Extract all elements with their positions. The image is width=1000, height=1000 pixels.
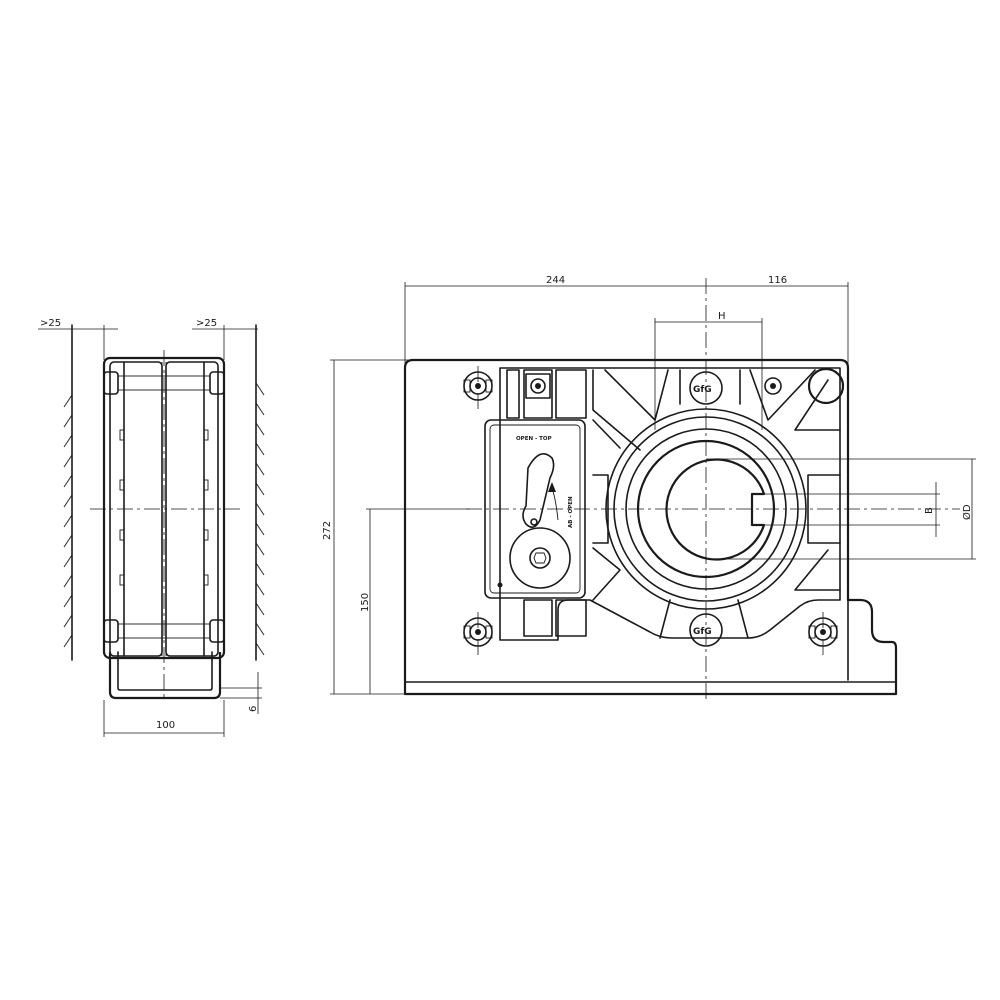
lever-hub — [529, 547, 551, 569]
gap-right-label: >25 — [196, 318, 217, 329]
panel-label-top: OPEN - TOP — [516, 436, 552, 442]
screw-top-small-left — [525, 373, 551, 399]
right-wall-hatching — [255, 382, 265, 656]
thickness-label: 6 — [248, 706, 259, 712]
width-left-label: 244 — [546, 275, 565, 286]
lever-disc — [509, 527, 571, 589]
depth-label: 100 — [156, 720, 175, 731]
lever-slot — [522, 452, 555, 528]
bore-keyway — [665, 458, 766, 561]
open-arrow — [551, 487, 559, 521]
svg-text:GfG: GfG — [693, 627, 712, 637]
panel-label-side: AB - OPEN — [568, 496, 574, 528]
base-bracket — [108, 652, 222, 700]
svg-text:GfG: GfG — [693, 385, 712, 395]
housing-ribs — [592, 369, 841, 639]
side-view: >25 >25 — [38, 318, 265, 737]
width-right-label: 116 — [768, 275, 787, 286]
shell-notches — [119, 429, 209, 586]
screw-top-small-right — [764, 377, 782, 395]
hub-h-label: H — [718, 311, 726, 322]
base-plate — [403, 358, 898, 696]
bore-d-label: ØD — [961, 504, 973, 520]
top-pockets — [506, 369, 587, 637]
front-view: 244 116 H 272 150 ØD B — [322, 275, 976, 700]
axis-height-label: 150 — [360, 593, 371, 612]
total-height-label: 272 — [322, 521, 333, 540]
gap-left-label: >25 — [40, 318, 61, 329]
bore-b-label: B — [924, 507, 935, 514]
top-right-plug — [807, 367, 845, 405]
left-wall-hatching — [63, 394, 73, 648]
lever-pin — [530, 518, 538, 526]
housing-body — [499, 367, 841, 641]
